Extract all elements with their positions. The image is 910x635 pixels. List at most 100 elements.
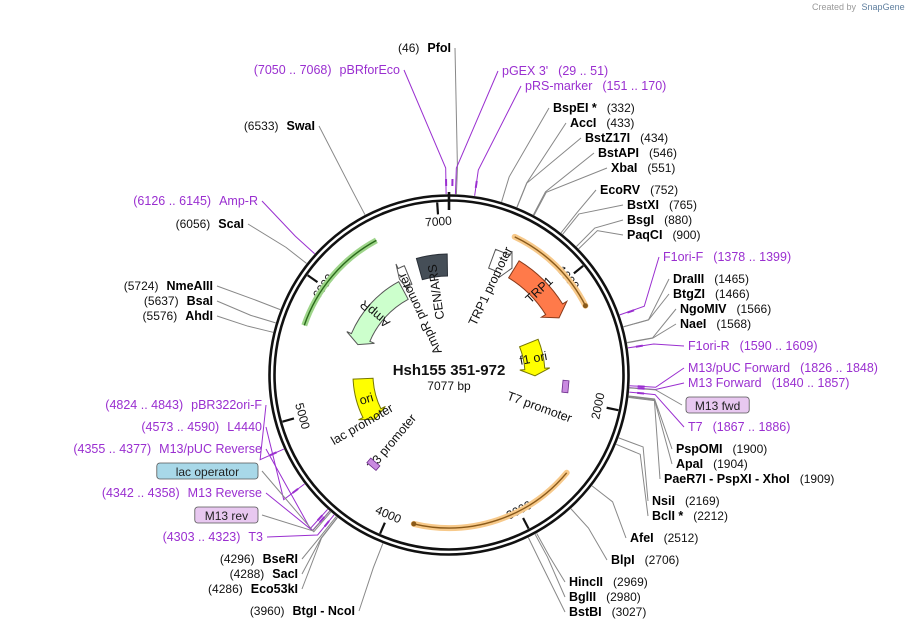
site-label-lac-operator: lac operator	[156, 462, 259, 480]
label-leader-line	[534, 533, 566, 598]
feature-ori	[352, 377, 386, 421]
site-name: BtgI - NcoI	[293, 604, 356, 618]
label-leader-line	[533, 167, 608, 216]
label-leader-line	[570, 508, 608, 561]
site-label-l4440: (4573 .. 4590) L4440	[141, 420, 262, 434]
site-position: (765)	[669, 198, 697, 212]
site-label-t7: T7(1867 .. 1886)	[688, 420, 790, 434]
site-label-saci: (4288)SacI	[230, 567, 298, 581]
site-label-bstbi: BstBI(3027)	[569, 605, 646, 619]
site-label-text: PspOMI(1900)	[676, 442, 767, 456]
site-label-paer7i-pspxi-xhoi: PaeR7I - PspXI - XhoI(1909)	[664, 472, 834, 486]
site-label-m13-fwd: M13 fwd	[685, 396, 750, 414]
site-name: M13 Forward	[688, 376, 762, 390]
site-name: AhdI	[185, 309, 213, 323]
site-name: BlpI	[611, 553, 635, 567]
site-name: AccI	[570, 116, 596, 130]
site-name: SacI	[272, 567, 298, 581]
site-position: (4286)	[208, 582, 243, 596]
site-position: (5637)	[144, 294, 179, 308]
site-label-text: (4286) Eco53kI	[208, 582, 298, 596]
orf-arc-core	[514, 236, 587, 307]
site-label-afei: AfeI(2512)	[630, 531, 698, 545]
label-leader-line	[454, 70, 499, 195]
feature-ampr-promoter	[395, 263, 413, 292]
site-position: (7050 .. 7068)	[254, 63, 332, 77]
site-label-pbrforeco: (7050 .. 7068)pBRforEco	[254, 63, 400, 77]
site-position: (4355 .. 4377)	[73, 442, 151, 456]
site-position: (1900)	[733, 442, 768, 456]
site-position: (434)	[640, 131, 668, 145]
site-name: XbaI	[611, 161, 637, 175]
site-label-paqci: PaqCI(900)	[627, 228, 700, 242]
tick-mark	[436, 202, 440, 215]
site-position: (1465)	[714, 272, 749, 286]
site-label-text: (4573 .. 4590) L4440	[141, 420, 262, 434]
label-leader-line	[619, 256, 660, 316]
site-label-btgzi: BtgZI(1466)	[673, 287, 750, 301]
site-position: (2969)	[613, 575, 648, 589]
site-position: (900)	[672, 228, 700, 242]
site-position: (46)	[398, 41, 419, 55]
label-leader-line	[216, 300, 276, 324]
orf-arc-core	[413, 472, 568, 529]
site-position: (4296)	[220, 552, 255, 566]
label-leader-line	[216, 315, 274, 333]
site-position: (4573 .. 4590)	[141, 420, 219, 434]
feature-trp1	[507, 260, 569, 319]
site-label-m13-puc-reverse: (4355 .. 4377)M13/pUC Reverse	[73, 442, 262, 456]
site-label-text: PaqCI(900)	[627, 228, 700, 242]
site-name: L4440	[227, 420, 262, 434]
site-position: (5576)	[143, 309, 178, 323]
site-position: (1466)	[715, 287, 750, 301]
site-label-apai: ApaI(1904)	[676, 457, 748, 471]
label-leader-line	[261, 200, 315, 255]
site-label-prs-marker: pRS-marker(151 .. 170)	[525, 79, 666, 93]
site-label-text: (6056)ScaI	[176, 217, 244, 231]
label-leader-line	[261, 470, 332, 533]
label-leader-line	[216, 285, 281, 311]
label-leader-line	[628, 396, 661, 480]
site-label-m13-reverse: (4342 .. 4358)M13 Reverse	[102, 486, 262, 500]
site-label-text: (4296)BseRI	[220, 552, 298, 566]
site-name: HincII	[569, 575, 603, 589]
site-label-text: BglII(2980)	[569, 590, 641, 604]
feature-cen-ars	[415, 253, 449, 281]
site-label-ngomiv: NgoMIV(1566)	[680, 302, 771, 316]
site-position: (4303 .. 4323)	[163, 530, 241, 544]
site-label-text: F1ori-R(1590 .. 1609)	[688, 339, 818, 353]
site-label-text: AfeI(2512)	[630, 531, 698, 545]
site-label-text: BstBI(3027)	[569, 605, 646, 619]
site-label-swai: (6533)SwaI	[244, 119, 315, 133]
site-label-text: BstZ17I(434)	[585, 131, 668, 145]
site-label-f1ori-f: F1ori-F(1378 .. 1399)	[663, 250, 791, 264]
label-leader-line	[628, 396, 673, 465]
site-label-pbr322ori-f: (4824 .. 4843)pBR322ori-F	[105, 398, 262, 412]
label-leader-line	[358, 543, 384, 612]
site-name: NgoMIV	[680, 302, 727, 316]
site-name: BstAPI	[598, 146, 639, 160]
plasmid-length: 7077 bp	[427, 379, 471, 393]
site-label-blpi: BlpI(2706)	[611, 553, 679, 567]
site-name: Eco53kI	[251, 582, 298, 596]
site-label-pgex-3-: pGEX 3'(29 .. 51)	[502, 64, 608, 78]
label-leader-line	[403, 69, 447, 195]
promoter-label: T7 promoter	[505, 389, 574, 425]
orf-highlight-arc	[410, 469, 570, 531]
site-label-pfoi: (46)PfoI	[398, 41, 451, 55]
site-label-text: M13/pUC Forward(1826 .. 1848)	[688, 361, 878, 375]
label-leader-line	[516, 122, 567, 208]
site-label-text: BstXI(765)	[627, 198, 697, 212]
site-position: (1826 .. 1848)	[800, 361, 878, 375]
site-label-text: BstAPI(546)	[598, 146, 677, 160]
site-label-acci: AccI(433)	[570, 116, 634, 130]
feature-trp1-promoter	[487, 248, 513, 279]
site-label-text: F1ori-F(1378 .. 1399)	[663, 250, 791, 264]
site-position: (29 .. 51)	[558, 64, 608, 78]
site-position: (1909)	[800, 472, 835, 486]
site-label-text: (4342 .. 4358)M13 Reverse	[102, 486, 262, 500]
site-label-text: (5724)NmeAIII	[124, 279, 213, 293]
label-connector-lines	[216, 47, 685, 613]
site-name: Amp-R	[219, 194, 258, 208]
